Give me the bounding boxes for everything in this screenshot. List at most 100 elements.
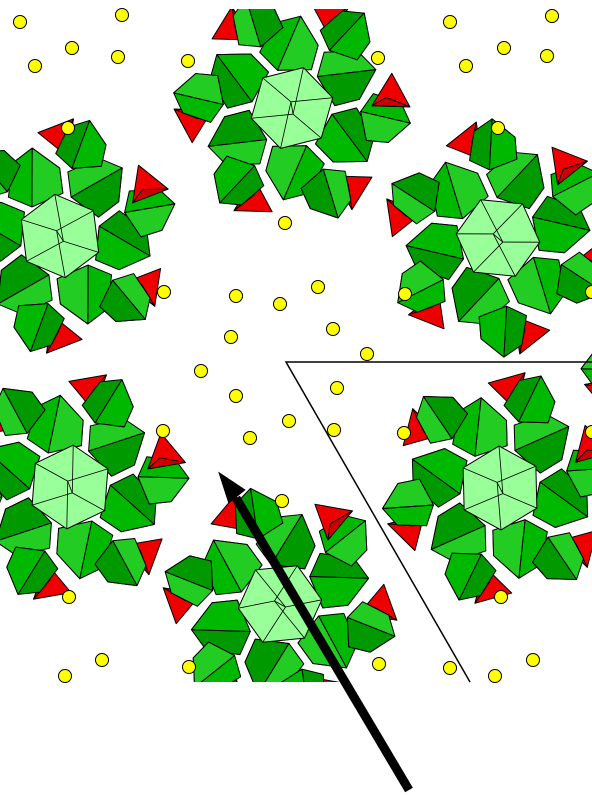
- octahedron-edge: [216, 54, 253, 103]
- facet-edge: [262, 77, 292, 103]
- facet-edge: [251, 113, 294, 119]
- octahedron-edge: [270, 514, 303, 565]
- tetrahedron-face-c1-t5: [371, 96, 411, 108]
- arrow-shaft: [232, 495, 413, 793]
- facet-edge: [492, 203, 523, 235]
- octahedron-edge: [503, 306, 508, 358]
- facet-edge: [262, 606, 286, 643]
- octahedron-edge: [213, 539, 242, 593]
- unit-cell-layer: [284, 361, 592, 683]
- octahedron-edge: [445, 162, 463, 219]
- octahedron-edge: [566, 468, 592, 472]
- octahedron-edge: [30, 303, 49, 352]
- octahedron-edge: [112, 279, 146, 320]
- channel-atom: [282, 414, 296, 428]
- channel-atoms-layer: [13, 8, 592, 683]
- channel-atom: [194, 364, 208, 378]
- octahedron-edge: [318, 615, 347, 669]
- channel-atom: [273, 297, 287, 311]
- octahedron-edge: [17, 550, 46, 595]
- channel-atom: [58, 669, 72, 683]
- channel-atom: [115, 8, 129, 22]
- facet-edge: [463, 493, 504, 511]
- octahedron-edge: [94, 379, 123, 424]
- octahedron-edge: [514, 426, 569, 451]
- channel-atom: [443, 15, 457, 29]
- octahedron-edge: [391, 183, 435, 212]
- facet-edge: [56, 230, 66, 278]
- octahedron-edge: [173, 92, 224, 105]
- channel-atom: [327, 423, 341, 437]
- octahedron-edge: [282, 145, 307, 200]
- channel-atom: [278, 216, 292, 230]
- channel-atom: [182, 660, 196, 674]
- octahedron-facets-c1: [251, 67, 333, 149]
- octahedron-edge: [309, 576, 369, 579]
- octahedron-edge: [496, 154, 538, 198]
- facet-edge: [496, 482, 504, 494]
- channel-atom: [156, 424, 170, 438]
- octahedron-edge: [124, 203, 175, 213]
- octahedron-edge: [412, 458, 461, 495]
- octahedron-edge: [561, 264, 592, 286]
- octahedron-edge: [137, 476, 189, 479]
- octahedron-edge: [518, 375, 542, 423]
- octahedron-edge: [329, 12, 365, 51]
- arrow-icon: [218, 471, 246, 504]
- channel-atom: [443, 661, 457, 675]
- facet-edge: [71, 445, 74, 493]
- channel-atom: [61, 121, 75, 135]
- channel-atom: [397, 426, 411, 440]
- channel-atom: [585, 285, 592, 299]
- octahedron-face-c0-h4: [0, 150, 21, 193]
- octahedron-edge: [423, 396, 453, 440]
- channel-atom: [326, 322, 340, 336]
- facet-edge: [67, 468, 108, 482]
- facet-edge: [66, 481, 69, 529]
- facet-edge: [498, 445, 504, 494]
- facet-edge: [292, 67, 304, 115]
- octahedron-edge: [219, 165, 255, 204]
- octahedron-edge: [458, 553, 482, 601]
- tetrahedron-face-c0-t5: [132, 188, 169, 204]
- tetrahedron-face-c3-t5: [147, 457, 186, 470]
- facet-edge: [473, 241, 504, 273]
- channel-atom: [540, 49, 554, 63]
- channel-atom: [459, 59, 473, 73]
- facet-edge: [35, 462, 68, 482]
- channel-atom: [13, 15, 27, 29]
- octahedron-facets-c0: [21, 194, 99, 278]
- octahedron-edge: [581, 368, 592, 370]
- channel-atom: [157, 285, 171, 299]
- top-blank-strip: [0, 0, 592, 9]
- arrow-layer: [218, 471, 413, 793]
- facet-edge: [280, 101, 292, 149]
- lower-blank-area: [0, 682, 592, 795]
- octahedron-edge: [474, 397, 482, 457]
- octahedron-edge: [405, 245, 464, 260]
- octahedron-edge: [347, 617, 395, 637]
- octahedron-edge: [70, 167, 123, 198]
- octahedron-edge: [360, 111, 411, 124]
- octahedron-edge: [0, 182, 8, 193]
- facet-edge: [274, 600, 305, 639]
- octahedron-edge: [0, 522, 52, 541]
- facet-edge: [54, 194, 64, 242]
- facet-edge: [292, 113, 322, 139]
- channel-atom: [243, 431, 257, 445]
- channel-atom: [229, 289, 243, 303]
- channel-atom: [491, 121, 505, 135]
- channel-atom: [497, 41, 511, 55]
- tetrahedron-face-c7-t2: [584, 382, 592, 387]
- octahedron-facets-c5: [462, 445, 538, 531]
- octahedron-edge: [208, 139, 267, 147]
- facet-edge: [21, 219, 57, 232]
- facet-edge: [462, 467, 498, 483]
- octahedron-facets-c3: [32, 445, 108, 529]
- octahedron-edge: [0, 233, 21, 247]
- channel-atom: [311, 280, 325, 294]
- channel-atom: [224, 330, 238, 344]
- octahedron-edge: [0, 461, 30, 490]
- octahedron-edge: [431, 525, 486, 550]
